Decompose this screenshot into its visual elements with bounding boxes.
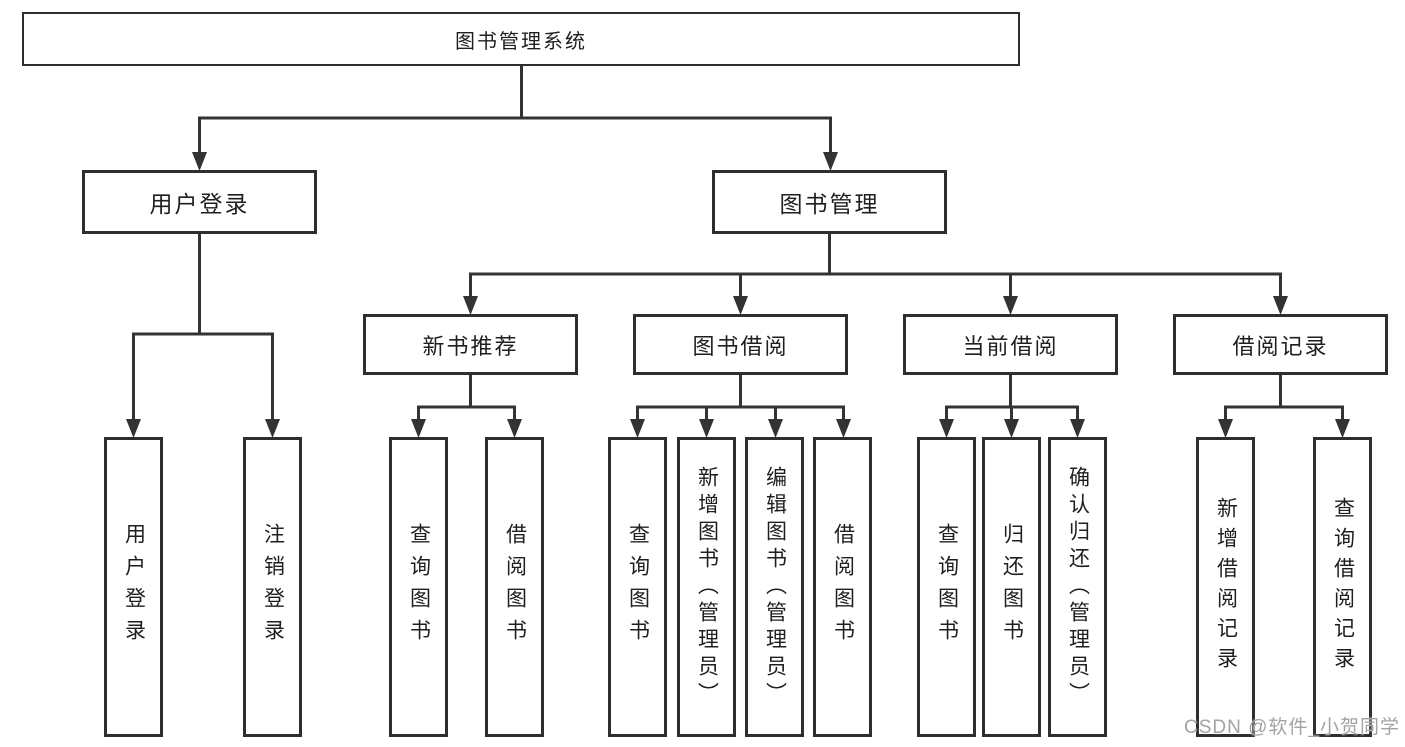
arrow-down-icon: [699, 419, 714, 438]
arrow-down-icon: [192, 152, 207, 171]
leaf-borrowing-query-books: 查询图书: [608, 437, 667, 737]
node-borrowing-records: 借阅记录: [1173, 314, 1388, 375]
leaf-records-add-borrow-record: 新增借阅记录: [1196, 437, 1255, 737]
arrow-down-icon: [126, 419, 141, 438]
arrow-down-icon: [1070, 419, 1085, 438]
arrow-down-icon: [411, 419, 426, 438]
arrow-down-icon: [265, 419, 280, 438]
leaf-records-query-borrow-record: 查询借阅记录: [1313, 437, 1372, 737]
leaf-newbook-borrow-books: 借阅图书: [485, 437, 544, 737]
connector-borrowing-to-children: [636, 375, 845, 421]
connector-bookmgmt-to-level3: [469, 234, 1282, 298]
connector-group: [132, 66, 1344, 421]
arrow-down-icon: [733, 296, 748, 315]
arrowheads-group: [126, 152, 1350, 438]
leaf-borrowing-edit-books-admin: 编辑图书（管理员）: [745, 437, 804, 737]
arrow-down-icon: [836, 419, 851, 438]
leaf-logout: 注销登录: [243, 437, 302, 737]
node-book-management: 图书管理: [712, 170, 947, 234]
node-current-borrowing: 当前借阅: [903, 314, 1118, 375]
connector-current-to-children: [945, 375, 1079, 421]
arrow-down-icon: [939, 419, 954, 438]
node-library-management-system: 图书管理系统: [22, 12, 1020, 66]
arrow-down-icon: [1003, 296, 1018, 315]
arrow-down-icon: [507, 419, 522, 438]
arrow-down-icon: [1273, 296, 1288, 315]
connector-userlogin-to-children: [132, 234, 274, 421]
leaf-borrowing-borrow-books: 借阅图书: [813, 437, 872, 737]
connector-records-to-children: [1224, 375, 1344, 421]
arrow-down-icon: [1218, 419, 1233, 438]
arrow-down-icon: [463, 296, 478, 315]
node-user-login: 用户登录: [82, 170, 317, 234]
connector-root-to-level2: [198, 66, 832, 154]
leaf-current-return-books: 归还图书: [982, 437, 1041, 737]
arrow-down-icon: [1004, 419, 1019, 438]
arrow-down-icon: [823, 152, 838, 171]
arrow-down-icon: [1335, 419, 1350, 438]
leaf-borrowing-add-books-admin: 新增图书（管理员）: [677, 437, 736, 737]
node-book-borrowing: 图书借阅: [633, 314, 848, 375]
leaf-user-login: 用户登录: [104, 437, 163, 737]
leaf-newbook-query-books: 查询图书: [389, 437, 448, 737]
leaf-current-confirm-return-admin: 确认归还（管理员）: [1048, 437, 1107, 737]
arrow-down-icon: [630, 419, 645, 438]
csdn-watermark: CSDN @软件_小贺同学: [1184, 717, 1400, 738]
node-new-book-recommendation: 新书推荐: [363, 314, 578, 375]
leaf-current-query-books: 查询图书: [917, 437, 976, 737]
connector-newbook-to-children: [417, 375, 516, 421]
arrow-down-icon: [768, 419, 783, 438]
